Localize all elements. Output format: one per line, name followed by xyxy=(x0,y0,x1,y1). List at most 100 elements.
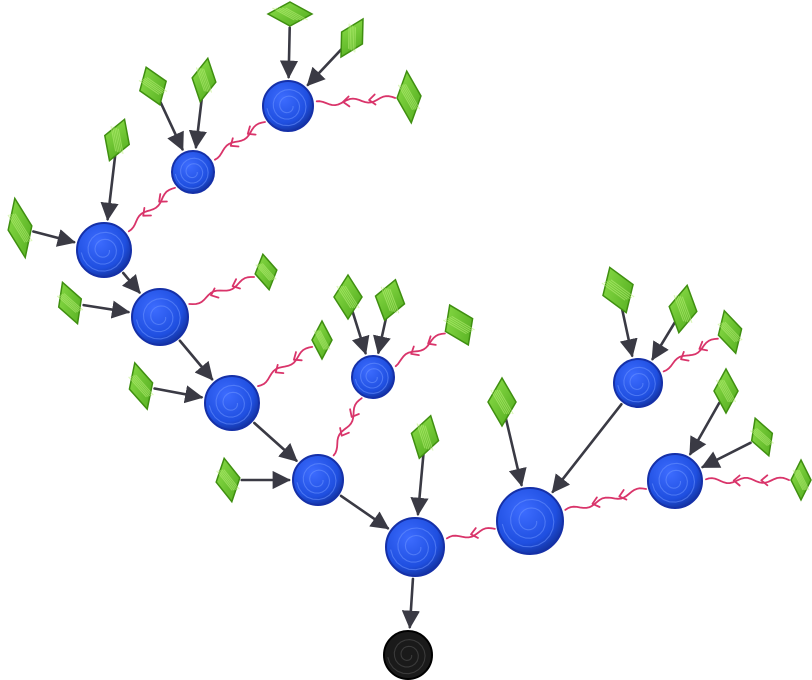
internal-node-icon xyxy=(262,80,314,132)
leaf-scribble xyxy=(199,67,209,93)
leaf-scribble xyxy=(112,126,119,152)
leaf-scribble xyxy=(318,330,329,350)
leaf-scribble xyxy=(316,330,328,350)
node-scribble xyxy=(80,231,125,272)
internal-node-circle xyxy=(171,150,215,194)
leaf-scribble xyxy=(715,379,729,403)
black-arrow-edge xyxy=(688,401,721,456)
leaf-diamond-icon xyxy=(138,65,168,107)
leaf-scribble xyxy=(340,285,356,309)
leaf-scribble xyxy=(677,295,689,323)
black-arrow-edge xyxy=(373,314,391,355)
leaf-scribble xyxy=(387,288,398,313)
black-arrow-edge xyxy=(351,310,370,355)
root-scribble xyxy=(387,639,426,675)
leaf-scribble xyxy=(798,469,810,491)
leaf-scribble xyxy=(216,470,233,491)
red-wavy-edge xyxy=(332,397,363,457)
node-scribble xyxy=(208,384,253,425)
leaf-diamond-icon xyxy=(410,414,440,460)
leaf-scribble xyxy=(278,7,302,21)
leaf-scribble xyxy=(751,429,770,446)
leaf-diamond-icon xyxy=(790,458,812,502)
leaf-scribble xyxy=(608,280,633,299)
node-scribble xyxy=(617,366,656,403)
leaf-scribble xyxy=(223,469,240,490)
node-scribble xyxy=(174,157,209,189)
red-edge-chevron xyxy=(760,474,769,487)
black-arrow-edge xyxy=(82,300,131,319)
leaf-scribble xyxy=(110,126,117,152)
red-wavy-edge xyxy=(662,337,719,373)
leaf-scribble xyxy=(115,128,122,154)
node-scribble xyxy=(354,362,389,394)
leaf-diamond-icon xyxy=(215,456,241,504)
leaf-layer xyxy=(7,1,812,504)
internal-node-circle xyxy=(613,358,663,408)
internal-node-circle xyxy=(204,375,260,431)
red-edge-chevron xyxy=(591,496,601,508)
root-node-circle xyxy=(383,630,433,680)
red-wavy-edge xyxy=(257,346,314,387)
leaf-scribble xyxy=(424,425,434,451)
leaf-scribble xyxy=(675,295,687,322)
red-edge-layer xyxy=(127,93,790,540)
red-edge-chevron xyxy=(349,408,360,418)
leaf-scribble xyxy=(717,379,731,403)
leaf-scribble xyxy=(494,389,510,415)
black-arrow-edge xyxy=(253,421,298,462)
leaf-scribble xyxy=(404,83,421,110)
leaf-diamond-icon xyxy=(7,196,33,260)
leaf-scribble xyxy=(389,288,400,314)
leaf-diamond-icon xyxy=(266,1,314,27)
internal-node-icon xyxy=(351,355,395,399)
leaf-diamond-icon xyxy=(103,117,131,163)
internal-node-circle xyxy=(496,487,564,555)
leaf-scribble xyxy=(722,322,741,341)
leaf-scribble xyxy=(451,315,475,331)
leaf-scribble xyxy=(384,287,396,313)
leaf-scribble xyxy=(146,77,168,93)
leaf-scribble xyxy=(138,79,160,95)
red-edge-chevron xyxy=(158,193,168,203)
leaf-scribble xyxy=(754,428,773,445)
leaf-diamond-icon xyxy=(487,376,517,428)
black-edge-layer xyxy=(32,26,752,629)
black-arrow-edge xyxy=(651,321,677,361)
internal-node-circle xyxy=(76,222,132,278)
red-edge-chevron xyxy=(698,340,708,352)
internal-node-circle xyxy=(262,80,314,132)
leaf-scribble xyxy=(140,79,162,95)
leaf-scribble xyxy=(195,67,205,92)
red-wavy-edge xyxy=(394,332,446,368)
leaf-scribble xyxy=(63,293,84,311)
red-wavy-edge xyxy=(446,527,496,540)
leaf-scribble xyxy=(61,293,82,312)
red-edge-chevron xyxy=(293,351,303,362)
internal-node-icon xyxy=(131,288,189,346)
leaf-diamond-icon xyxy=(374,278,406,322)
leaf-scribble xyxy=(275,7,298,21)
black-arrow-edge xyxy=(178,339,214,381)
red-wavy-edge xyxy=(705,476,790,484)
red-edge-chevron xyxy=(732,474,741,487)
leaf-scribble xyxy=(496,389,512,415)
black-arrow-edge xyxy=(339,494,390,530)
internal-node-icon xyxy=(204,375,260,431)
leaf-diamond-icon xyxy=(56,280,84,326)
leaf-scribble xyxy=(135,374,154,396)
leaf-scribble xyxy=(344,285,360,309)
leaf-scribble xyxy=(401,84,417,110)
leaf-scribble xyxy=(753,429,771,445)
leaf-diamond-icon xyxy=(713,367,739,415)
leaf-scribble xyxy=(749,430,768,447)
red-edge-chevron xyxy=(470,527,479,539)
leaf-scribble xyxy=(56,295,77,313)
leaf-scribble xyxy=(403,84,419,110)
node-scribble xyxy=(135,298,181,340)
leaf-scribble xyxy=(717,323,736,343)
black-arrow-edge xyxy=(121,271,141,294)
red-edge-chevron xyxy=(231,278,241,290)
leaf-scribble xyxy=(11,213,29,243)
leaf-scribble xyxy=(720,322,740,342)
